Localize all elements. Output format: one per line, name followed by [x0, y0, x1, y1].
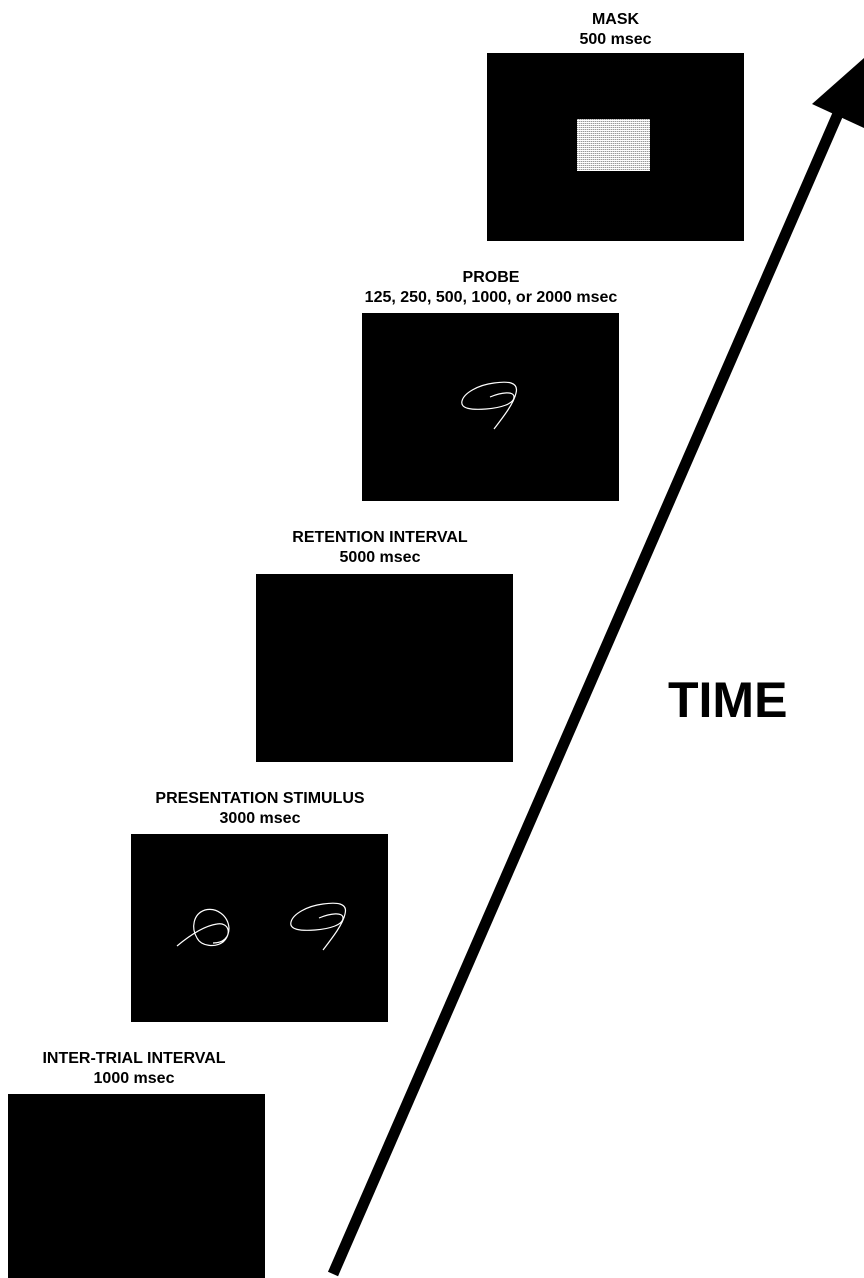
mask-label: MASK 500 msec — [487, 10, 744, 50]
mask-duration: 500 msec — [487, 30, 744, 50]
retention-label: RETENTION INTERVAL 5000 msec — [230, 528, 530, 568]
presentation-duration: 3000 msec — [100, 809, 420, 829]
probe-screen — [362, 313, 619, 501]
mask-screen — [487, 53, 744, 241]
retention-screen — [256, 574, 513, 762]
stimulus-left — [177, 909, 229, 946]
stimulus-right — [291, 903, 346, 950]
presentation-stimuli — [131, 834, 388, 1022]
presentation-screen — [131, 834, 388, 1022]
probe-title: PROBE — [321, 268, 661, 288]
probe-duration: 125, 250, 500, 1000, or 2000 msec — [321, 288, 661, 308]
inter-trial-duration: 1000 msec — [0, 1069, 268, 1089]
presentation-label: PRESENTATION STIMULUS 3000 msec — [100, 789, 420, 829]
mask-pattern — [577, 119, 650, 171]
mask-title: MASK — [487, 10, 744, 30]
inter-trial-label: INTER-TRIAL INTERVAL 1000 msec — [0, 1049, 268, 1089]
retention-duration: 5000 msec — [230, 548, 530, 568]
probe-label: PROBE 125, 250, 500, 1000, or 2000 msec — [321, 268, 661, 308]
time-label: TIME — [668, 672, 787, 728]
inter-trial-title: INTER-TRIAL INTERVAL — [0, 1049, 268, 1069]
inter-trial-screen — [8, 1094, 265, 1278]
probe-stimulus — [362, 313, 619, 501]
retention-title: RETENTION INTERVAL — [230, 528, 530, 548]
presentation-title: PRESENTATION STIMULUS — [100, 789, 420, 809]
